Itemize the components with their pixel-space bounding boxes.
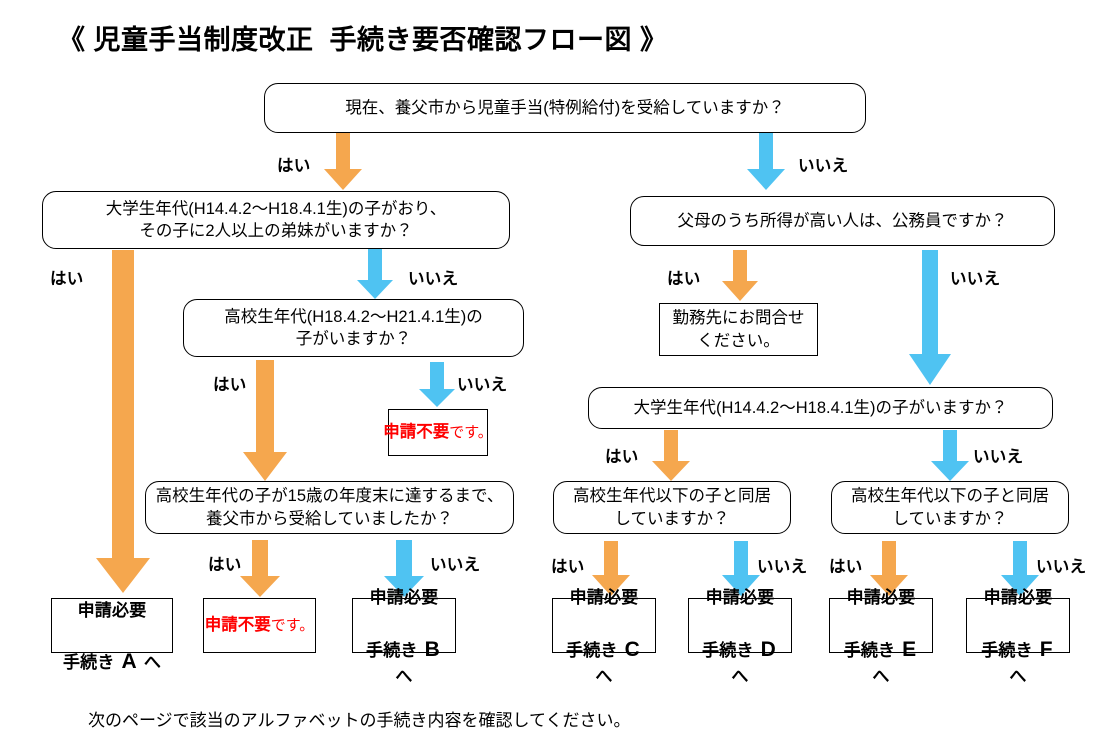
result-c-line2-pre: 手続き [566,640,623,660]
result-e-line1: 申請必要 [846,588,916,608]
edge-label-no-univ: いいえ [408,270,459,288]
result-d-line2-pre: 手続き [702,640,759,660]
arrow-no-univright-to-cohabit-right [930,430,970,482]
arrow-no-cohabitleft-to-result-d [721,541,761,597]
result-box-d: 申請必要 手続き D へ [688,588,792,686]
result-d-line2-post: へ [731,666,749,686]
page-title: 《 児童手当制度改正 手続き要否確認フロー図 》 [58,25,668,55]
result-f-line2-pre: 手続き [981,640,1038,660]
result-a-letter: A [121,649,137,673]
result-a-line1: 申請必要 [77,600,147,620]
arrow-no-receiving-to-public [746,133,786,191]
question-cohabit-highschool-left: 高校生年代以下の子と同居 していますか？ [553,481,791,534]
edge-label-no-receiving: いいえ [798,157,849,175]
edge-label-no-cohabitright: いいえ [1036,558,1087,576]
question-university-age-with-siblings: 大学生年代(H14.4.2〜H18.4.1生)の子がおり、 その子に2人以上の弟… [42,191,510,249]
question-university-age-child-right: 大学生年代(H14.4.2〜H18.4.1生)の子がいますか？ [588,387,1053,429]
result-c-line1: 申請必要 [569,588,639,608]
result-f-line1: 申請必要 [983,588,1053,608]
edge-label-no-public: いいえ [950,270,1001,288]
arrow-yes-univ-to-result-a [95,250,151,594]
edge-label-no-received: いいえ [430,556,481,574]
result-a-line2-pre: 手続き [62,652,120,672]
no-application-text-bottom: 申請不要です。 [204,616,315,635]
edge-label-yes-cohabitright: はい [829,558,863,576]
edge-label-yes-highschool: はい [213,376,247,394]
result-b-line2-pre: 手続き [366,640,423,660]
answer-contact-workplace: 勤務先にお問合せ ください。 [659,303,818,356]
question-currently-receiving: 現在、養父市から児童手当(特例給付)を受給していますか？ [264,83,866,133]
edge-label-no-univright: いいえ [973,448,1024,466]
result-box-c: 申請必要 手続き C へ [552,588,656,686]
result-b-line1: 申請必要 [369,588,439,608]
arrow-yes-public-to-workplace [721,250,759,302]
arrow-no-public-to-univ-right [908,250,952,386]
result-box-e: 申請必要 手続き E へ [829,588,933,686]
result-c-line2-post: へ [595,666,613,686]
arrow-yes-univright-to-cohabit-left [651,430,691,482]
question-parent-public-servant: 父母のうち所得が高い人は、公務員ですか？ [630,196,1055,246]
arrow-no-highschool-to-none [418,362,456,408]
result-e-letter: E [902,637,917,661]
result-b-line2-post: へ [395,666,413,686]
result-d-letter: D [760,637,776,661]
arrow-yes-cohabitright-to-result-e [869,541,909,597]
no-application-text-middle: 申請不要です。 [383,423,493,442]
result-e-line2-pre: 手続き [843,640,901,660]
edge-label-no-cohabitleft: いいえ [757,558,808,576]
question-received-until-age15: 高校生年代の子が15歳の年度末に達するまで、 養父市から受給していましたか？ [145,481,514,534]
arrow-no-univ-to-highschool [356,248,394,300]
result-box-f: 申請必要 手続き F へ [966,588,1070,686]
result-f-line2-post: へ [1009,666,1027,686]
result-a-line2-post: へ [138,652,162,672]
edge-label-yes-received: はい [208,556,242,574]
arrow-yes-receiving-to-univ [323,133,363,191]
footer-notes: 次のページで該当のアルファベットの手続き内容を確認してください。 どれにも該当し… [88,679,698,752]
edge-label-yes-univ: はい [50,270,84,288]
edge-label-yes-receiving: はい [277,157,311,175]
edge-label-yes-cohabitleft: はい [551,558,585,576]
result-b-letter: B [424,637,440,661]
footer-line-1: 次のページで該当のアルファベットの手続き内容を確認してください。 [88,710,631,730]
result-box-no-application-bottom: 申請不要です。 [203,598,316,653]
result-f-letter: F [1039,637,1053,661]
arrow-no-cohabitright-to-result-f [1000,541,1040,597]
result-box-b: 申請必要 手続き B へ [352,588,456,686]
arrow-yes-highschool-to-received [242,360,288,482]
edge-label-yes-public: はい [667,270,701,288]
arrow-yes-cohabitleft-to-result-c [591,541,631,597]
arrow-yes-received-to-none [239,540,281,598]
question-cohabit-highschool-right: 高校生年代以下の子と同居 していますか？ [831,481,1069,534]
arrow-no-received-to-result-b [383,540,425,598]
answer-no-application-middle: 申請不要です。 [383,409,493,456]
edge-label-yes-univright: はい [605,448,639,466]
edge-label-no-highschool: いいえ [457,376,508,394]
question-highschool-age-child: 高校生年代(H18.4.2〜H21.4.1生)の 子がいますか？ [183,299,524,357]
result-e-line2-post: へ [872,666,890,686]
result-d-line1: 申請必要 [705,588,775,608]
result-c-letter: C [624,637,640,661]
result-box-a: 申請必要 手続き A へ [51,598,173,673]
